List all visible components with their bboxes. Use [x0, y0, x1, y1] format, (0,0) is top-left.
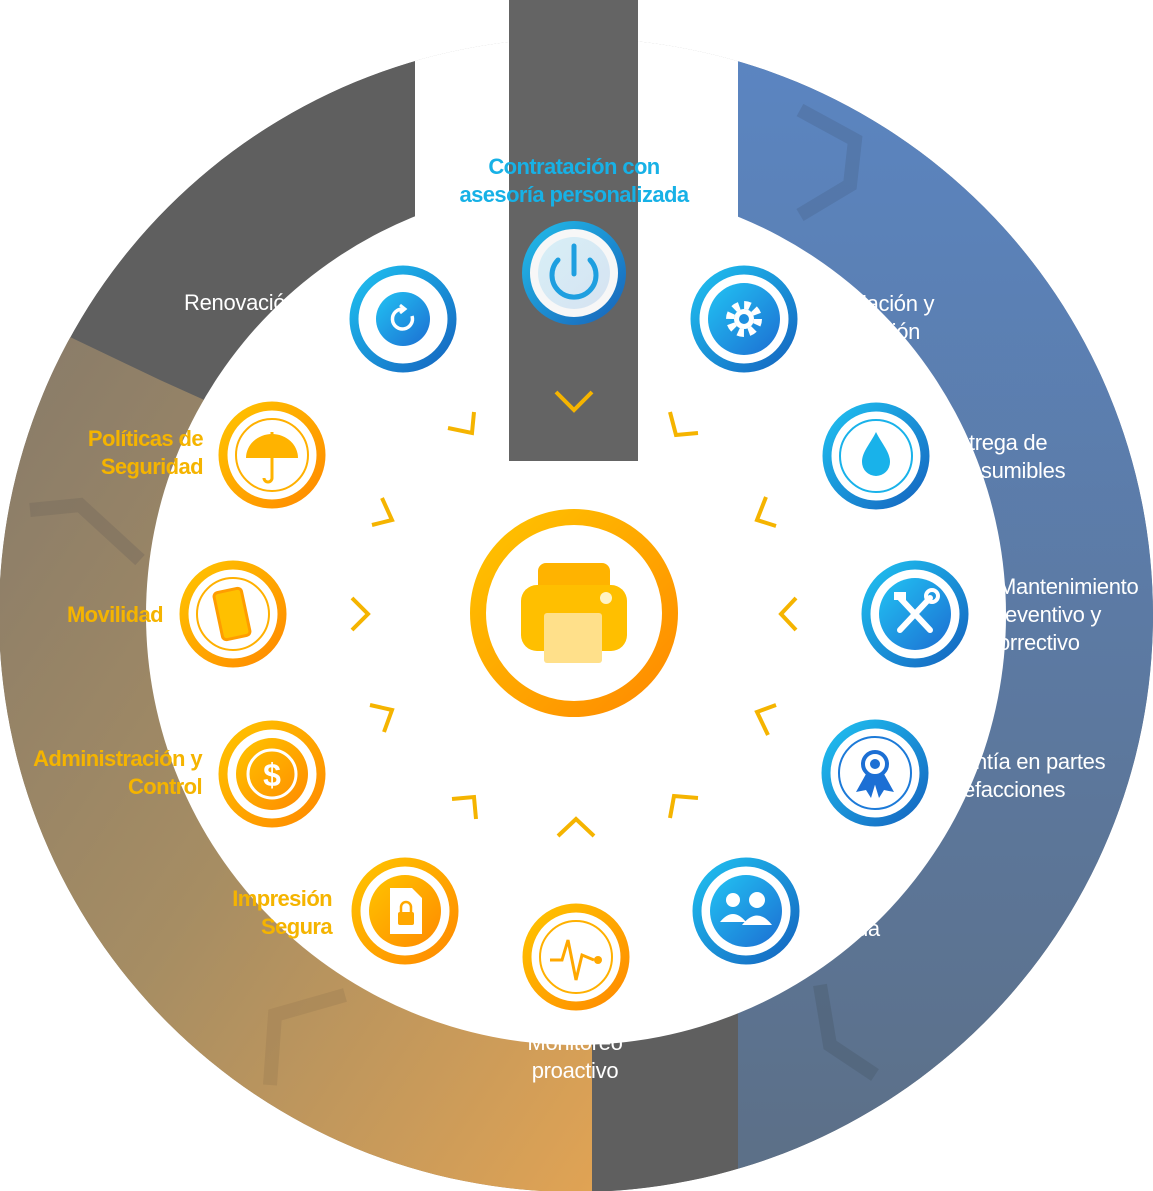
- label-mesa: de da: [856, 888, 880, 941]
- label-entrega: ntrega de onsumibles: [957, 430, 1066, 483]
- label-administracion: Administración y Control: [33, 746, 202, 799]
- label-politicas: Políticas de Seguridad: [87, 426, 204, 479]
- node-renovacion[interactable]: [349, 265, 457, 373]
- node-administracion[interactable]: $: [218, 720, 326, 828]
- chevron-down-icon: [554, 390, 594, 413]
- label-monitoreo: Monitoreo proactivo: [527, 1030, 623, 1083]
- users-icon: [720, 892, 772, 925]
- label-instalacion: lación y ración: [862, 291, 935, 344]
- node-instalacion[interactable]: [690, 265, 798, 373]
- node-monitoreo[interactable]: [522, 903, 630, 1011]
- node-mesa[interactable]: [692, 857, 800, 965]
- award-ribbon-icon: [856, 750, 894, 798]
- water-drop-icon: [862, 432, 890, 476]
- node-garantia[interactable]: [821, 719, 929, 827]
- secure-document-icon: [390, 888, 422, 934]
- node-entrega[interactable]: [822, 402, 930, 510]
- umbrella-icon: [246, 432, 298, 484]
- node-politicas[interactable]: [218, 401, 326, 509]
- printer-hub[interactable]: [470, 509, 678, 717]
- dollar-icon: $: [263, 757, 281, 793]
- label-renovacion: Renovació: [184, 290, 286, 315]
- label-garantia: rantía en partes refacciones: [956, 749, 1106, 802]
- node-impresion[interactable]: [351, 857, 459, 965]
- power-icon: [549, 243, 599, 300]
- tools-icon: [894, 588, 940, 633]
- cycle-arrows: [350, 411, 798, 838]
- node-mantenimiento[interactable]: [861, 560, 969, 668]
- label-impresion: Impresión Segura: [232, 886, 332, 939]
- label-contratacion: Contratación con asesoría personalizada: [459, 154, 690, 207]
- node-movilidad[interactable]: [179, 560, 287, 668]
- label-movilidad: Movilidad: [66, 602, 164, 627]
- mobile-phone-icon: [212, 586, 252, 642]
- heartbeat-icon: [550, 939, 595, 981]
- refresh-icon: [390, 303, 415, 331]
- label-mantenimiento: Mantenimiento reventivo y orrectivo: [998, 574, 1139, 655]
- power-button-node[interactable]: [522, 221, 626, 325]
- gear-icon: [726, 301, 762, 337]
- printer-icon: [521, 563, 627, 663]
